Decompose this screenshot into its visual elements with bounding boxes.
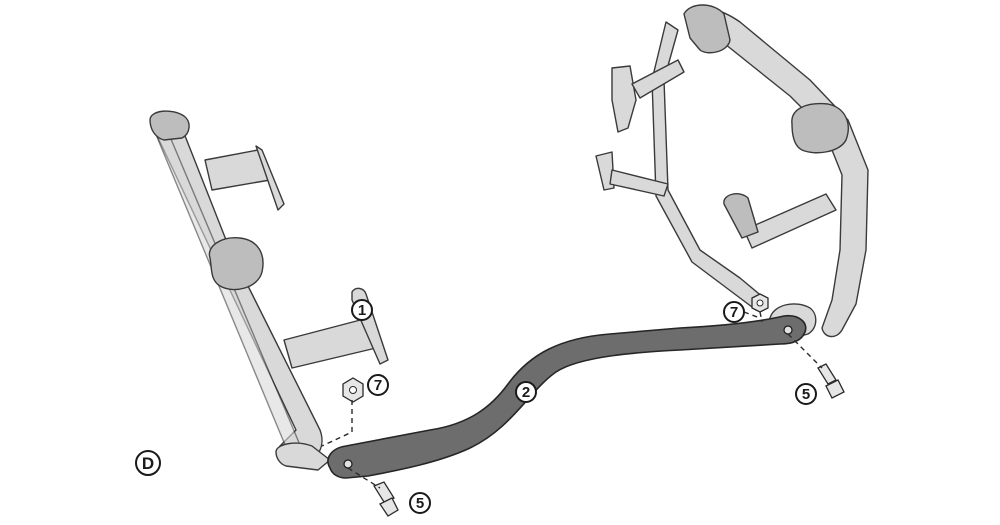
callout-part-7-left: 7 xyxy=(367,374,389,396)
callout-part-5-right: 5 xyxy=(795,383,817,405)
connecting-bar xyxy=(327,314,807,479)
left-bolt xyxy=(373,481,399,517)
step-label: D xyxy=(135,450,161,476)
callout-label: 5 xyxy=(802,386,810,403)
callout-label: 1 xyxy=(358,302,366,319)
callout-label: 7 xyxy=(374,377,382,394)
right-side-frame xyxy=(595,4,869,341)
left-side-frame xyxy=(149,110,389,471)
callout-part-7-right: 7 xyxy=(723,301,745,323)
left-nut xyxy=(342,377,364,403)
right-bolt xyxy=(817,363,845,399)
callout-part-1: 1 xyxy=(351,299,373,321)
step-letter: D xyxy=(142,454,154,473)
callout-label: 7 xyxy=(730,304,738,321)
right-nut xyxy=(751,293,769,313)
callout-part-2: 2 xyxy=(515,381,537,403)
bar-hole-left xyxy=(343,459,353,469)
bar-hole-right xyxy=(783,325,793,335)
assembly-guides xyxy=(321,311,823,489)
callout-label: 2 xyxy=(522,384,530,401)
callout-label: 5 xyxy=(416,495,424,512)
callout-part-5-left: 5 xyxy=(409,492,431,514)
